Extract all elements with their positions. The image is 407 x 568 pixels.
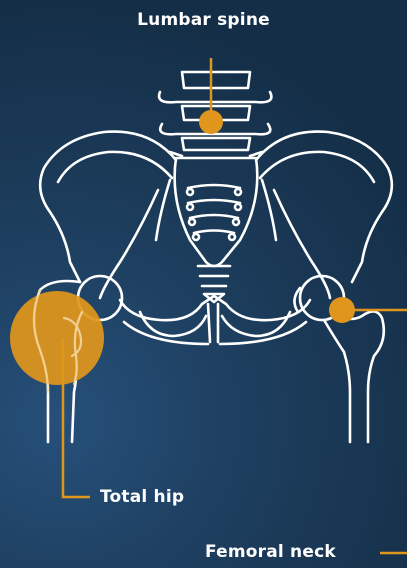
total-hip-label: Total hip	[100, 487, 184, 507]
femoral-neck-label: Femoral neck	[205, 542, 336, 562]
lumbar-spine-marker	[199, 58, 223, 134]
left-ilium	[40, 132, 176, 298]
lumbar-spine-label: Lumbar spine	[0, 10, 407, 30]
sacrum	[175, 158, 258, 266]
pubic-region	[120, 296, 310, 344]
right-ilium	[256, 132, 392, 298]
total-hip-marker	[10, 291, 104, 497]
